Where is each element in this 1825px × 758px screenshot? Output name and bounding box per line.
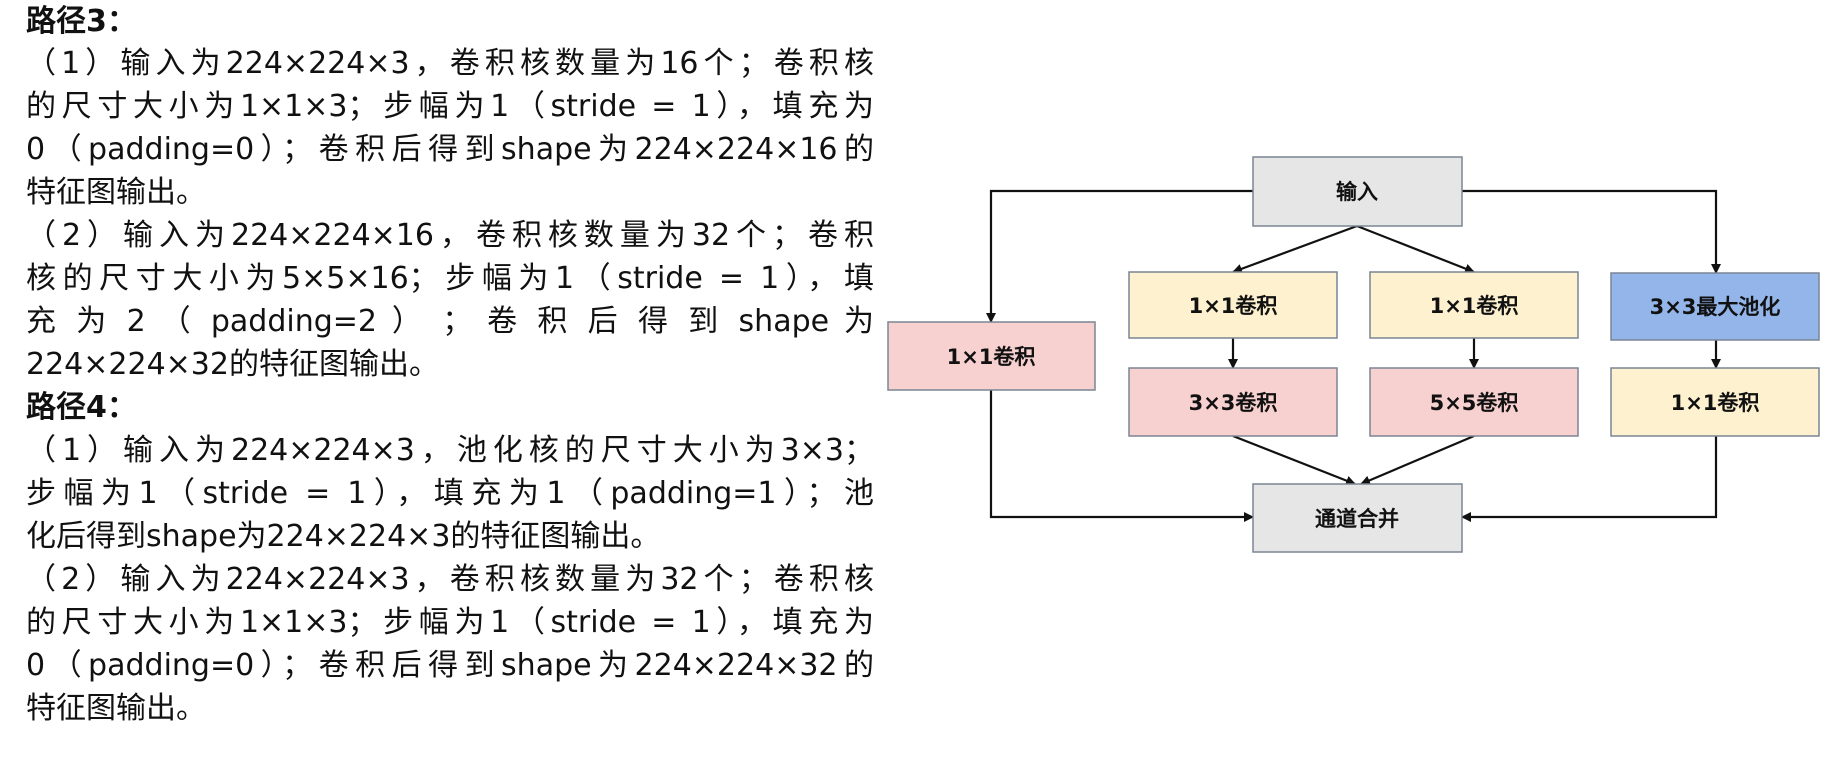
branch2-conv3x3-node: 3×3卷积 — [1128, 367, 1338, 437]
path3-line-7: 充 为 2 （ padding=2 ） ； 卷 积 后 得 到 shape 为 — [26, 304, 874, 339]
branch4-conv1x1-label: 1×1卷积 — [1671, 391, 1760, 415]
arrow-input-to-branch4 — [1462, 189, 1721, 274]
concat-node: 通道合并 — [1252, 483, 1463, 553]
arrow-branch3-to-concat — [1360, 434, 1475, 486]
connectors — [986, 189, 1721, 522]
arrow-input-to-branch3 — [1356, 224, 1475, 274]
path3-line-6: 核的尺寸大小为5×5×16；步幅为1（stride = 1），填 — [26, 261, 874, 296]
path3-line-8: 224×224×32的特征图输出。 — [26, 347, 439, 382]
path3-line-3: 0（padding=0）；卷积后得到shape为224×224×16的 — [26, 132, 874, 167]
path3-line-2: 的尺寸大小为1×1×3；步幅为1（stride = 1），填充为 — [26, 89, 874, 124]
input-label: 输入 — [1336, 180, 1378, 204]
input-node: 输入 — [1252, 156, 1463, 227]
path4-line-3: 化后得到shape为224×224×3的特征图输出。 — [26, 519, 661, 554]
branch4-conv1x1-node: 1×1卷积 — [1610, 367, 1820, 437]
branch3-conv1x1-node: 1×1卷积 — [1369, 271, 1579, 339]
arrow-branch4-to-concat — [1461, 436, 1718, 522]
path4-heading: 路径4： — [26, 390, 137, 425]
path3-heading: 路径3： — [26, 4, 137, 39]
branch3-conv5x5-label: 5×5卷积 — [1430, 391, 1519, 415]
arrow-input-to-branch1 — [986, 189, 1253, 323]
branch3-conv5x5-node: 5×5卷积 — [1369, 367, 1579, 437]
path4-line-7: 特征图输出。 — [26, 691, 206, 726]
branch4-maxpool-node: 3×3最大池化 — [1610, 272, 1820, 341]
path3-line-4: 特征图输出。 — [26, 175, 206, 210]
path3-line-5: （2）输入为224×224×16，卷积核数量为32个；卷积 — [26, 218, 874, 253]
concat-label: 通道合并 — [1315, 507, 1399, 531]
path4-line-6: 0（padding=0）；卷积后得到shape为224×224×32的 — [26, 648, 874, 683]
branch1-conv1x1-label: 1×1卷积 — [947, 345, 1036, 369]
arrow-branch1-to-concat — [989, 390, 1254, 522]
arrow-branch2-to-concat — [1232, 434, 1356, 486]
branch4-maxpool-label: 3×3最大池化 — [1650, 295, 1781, 319]
path4-line-1: （1）输入为224×224×3，池化核的尺寸大小为3×3； — [26, 433, 874, 468]
branch2-conv3x3-label: 3×3卷积 — [1189, 391, 1278, 415]
branch3-conv1x1-label: 1×1卷积 — [1430, 294, 1519, 318]
path3-line-1: （1）输入为224×224×3，卷积核数量为16个；卷积核 — [26, 46, 874, 81]
path4-line-2: 步幅为1（stride = 1），填充为1（padding=1）；池 — [26, 476, 874, 511]
branch1-conv1x1-node: 1×1卷积 — [887, 321, 1096, 391]
path4-line-5: 的尺寸大小为1×1×3；步幅为1（stride = 1），填充为 — [26, 605, 874, 640]
branch2-conv1x1-node: 1×1卷积 — [1128, 271, 1338, 339]
branch2-conv1x1-label: 1×1卷积 — [1189, 294, 1278, 318]
path4-line-4: （2）输入为224×224×3，卷积核数量为32个；卷积核 — [26, 562, 874, 597]
text-column: 路径3： （1）输入为224×224×3，卷积核数量为16个；卷积核 的尺寸大小… — [26, 0, 874, 758]
arrow-input-to-branch2 — [1232, 224, 1358, 274]
